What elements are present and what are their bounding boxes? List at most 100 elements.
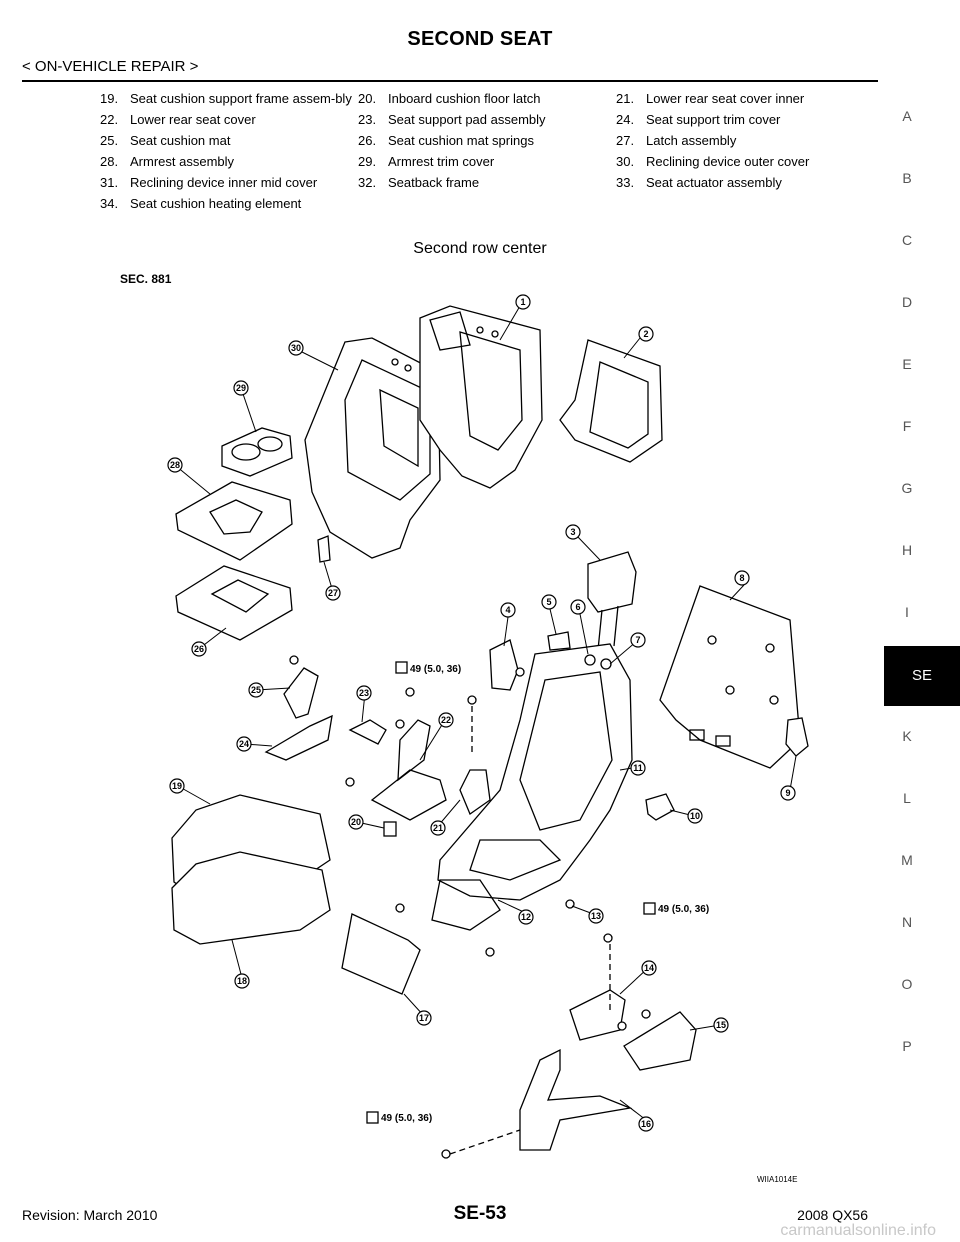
- vehicle-model: 2008 QX56: [797, 1207, 868, 1223]
- index-tab-l[interactable]: L: [903, 790, 911, 806]
- legend-item: 22.Lower rear seat cover: [100, 111, 358, 128]
- callout-circle: [687, 808, 703, 824]
- latch-part: [317, 535, 331, 563]
- torque-spec-group: [366, 661, 656, 1124]
- figure-id: WIIA1014E: [757, 1175, 797, 1184]
- callout-circle: [234, 973, 250, 989]
- callout-circle: [348, 814, 364, 830]
- index-tab-n[interactable]: N: [901, 914, 913, 930]
- legend-text: Reclining device inner mid cover: [130, 175, 318, 190]
- callout-number: 14: [644, 963, 654, 973]
- legend-item: 28.Armrest assembly: [100, 153, 358, 170]
- index-tab-p[interactable]: P: [902, 1038, 912, 1054]
- callout-number: 2: [643, 329, 648, 339]
- callout-circle: [734, 570, 750, 586]
- legend-number: 31.: [100, 175, 119, 190]
- seatback-board-part: [659, 585, 801, 769]
- watermark: carmanualsonline.info: [780, 1222, 936, 1239]
- callout-circle: [191, 641, 207, 657]
- index-tab-k[interactable]: K: [902, 728, 912, 744]
- callout-circle: [638, 1116, 654, 1132]
- legend-item: 24.Seat support trim cover: [616, 111, 860, 128]
- legend-item: 20.Inboard cushion floor latch: [358, 90, 616, 107]
- callout-number: 1: [520, 297, 525, 307]
- legend-number: 23.: [358, 112, 377, 127]
- torque-label: 49 (5.0, 36): [658, 904, 709, 915]
- torque-icon: [395, 661, 408, 674]
- index-tab-m[interactable]: M: [901, 852, 913, 868]
- callout-number: 16: [641, 1119, 651, 1129]
- legend-item: 26. Seat cushion mat springs: [358, 132, 616, 149]
- legend-item: 21.Lower rear seat cover inner: [616, 90, 860, 107]
- legend-number: 34.: [100, 196, 119, 211]
- callout-circle: [638, 326, 654, 342]
- legend-text: Seat support pad assembly: [388, 112, 546, 127]
- armrest-assembly-part: [175, 481, 293, 561]
- legend-number: 28.: [100, 154, 119, 169]
- callout-circle: [641, 960, 657, 976]
- support-trim-cover-part: [264, 714, 333, 761]
- lower-cover-part: [341, 913, 421, 995]
- floor-latch-part: [383, 821, 397, 837]
- pad-part: [489, 639, 519, 691]
- legend-number: 29.: [358, 154, 377, 169]
- legend-number: 20.: [358, 91, 377, 106]
- index-tab-b[interactable]: B: [902, 170, 912, 186]
- legend-row: 31. Reclining device inner mid cover 32.S…: [100, 174, 860, 191]
- index-tab-d[interactable]: D: [901, 294, 913, 310]
- callout-number: 24: [239, 739, 249, 749]
- index-tab-f[interactable]: F: [902, 418, 912, 434]
- fastener-dash-line: [449, 1129, 521, 1155]
- callout-circle: [500, 602, 516, 618]
- index-tab-o[interactable]: O: [901, 976, 913, 992]
- callout-circle: [416, 1010, 432, 1026]
- index-tab-se[interactable]: SE: [884, 646, 960, 706]
- index-tab-e[interactable]: E: [902, 356, 912, 372]
- legend-number: 24.: [616, 112, 635, 127]
- legend-item: 32.Seatback frame: [358, 174, 616, 191]
- legend-text: Lower rear seat cover: [130, 112, 256, 127]
- callout-circle: [167, 457, 183, 473]
- cushion-mat-trim-part: [283, 667, 319, 719]
- callout-number: 4: [505, 605, 510, 615]
- callout-circle: [169, 778, 185, 794]
- callout-circle: [541, 594, 557, 610]
- legend-row: 34.Seat cushion heating element: [100, 195, 860, 212]
- callout-number: 23: [359, 688, 369, 698]
- legend-row: 19.Seat cushion support frame assem-bly …: [100, 90, 860, 107]
- legend-text: Reclining device outer cover: [646, 154, 810, 169]
- legend-text: Seat cushion mat springs: [388, 133, 534, 148]
- callout-number: 8: [739, 573, 744, 583]
- index-tab-h[interactable]: H: [901, 542, 913, 558]
- callout-number: 9: [785, 788, 790, 798]
- legend-number: 21.: [616, 91, 635, 106]
- cover-part: [645, 793, 675, 821]
- callout-circle: [233, 380, 249, 396]
- torque-label: 49 (5.0, 36): [410, 664, 461, 675]
- seat-cover-inner-part: [459, 769, 491, 815]
- leader-lines: [175, 305, 797, 1121]
- legend-number: 26.: [358, 133, 377, 148]
- callout-circle: [288, 340, 304, 356]
- cushion-mat-part: [175, 565, 293, 641]
- revision-date: Revision: March 2010: [22, 1207, 158, 1223]
- torque-icon: [643, 902, 656, 915]
- callout-circle: [438, 712, 454, 728]
- page-number: SE-53: [453, 1203, 507, 1224]
- page-subtitle: < ON-VEHICLE REPAIR >: [22, 58, 199, 75]
- index-tab-c[interactable]: C: [901, 232, 913, 248]
- seat-cushion-lower-part: [171, 851, 331, 945]
- index-tab-a[interactable]: A: [902, 108, 912, 124]
- legend-text: Seat cushion support frame assem-bly: [130, 91, 352, 106]
- legend-number: 27.: [616, 133, 635, 148]
- headrest-part: [587, 551, 637, 651]
- legend-number: 30.: [616, 154, 635, 169]
- index-tab-g[interactable]: G: [901, 480, 913, 496]
- callout-number: 30: [291, 343, 301, 353]
- legend-row: 25.Seat cushion mat 26.Seat cushion mat …: [100, 132, 860, 149]
- section-label: SEC. 881: [120, 272, 172, 286]
- index-tab-i[interactable]: I: [905, 604, 909, 620]
- callout-number: 22: [441, 715, 451, 725]
- clip-part: [547, 631, 571, 651]
- header-rule: [22, 80, 878, 82]
